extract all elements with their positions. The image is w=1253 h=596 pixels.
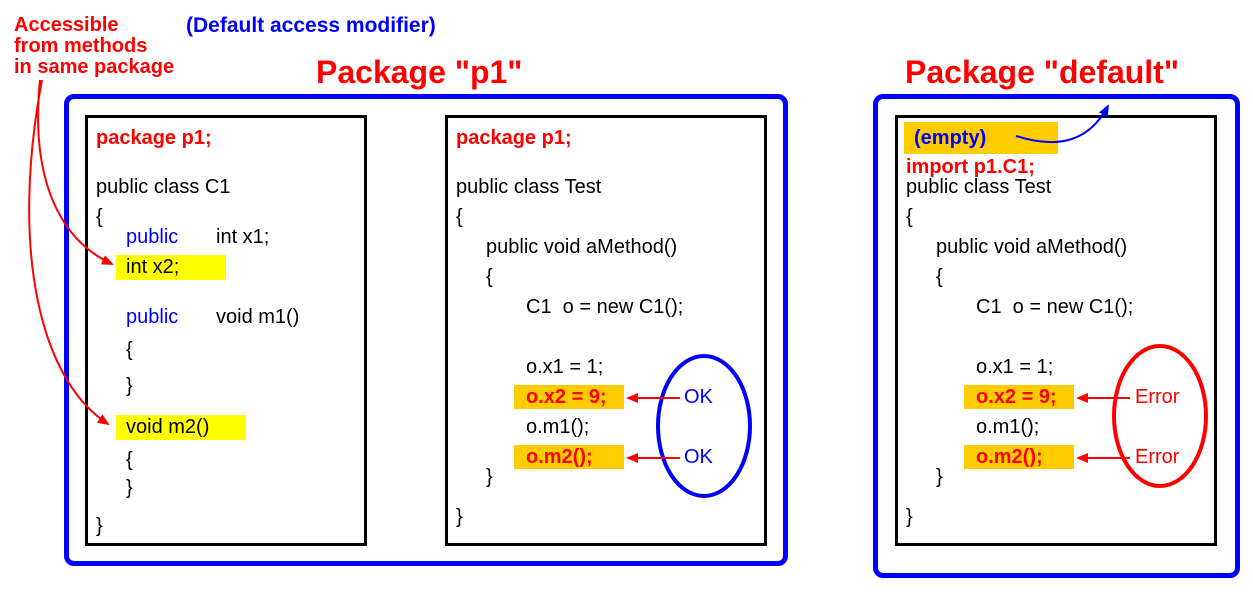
c1-method-m2: void m2() (126, 416, 210, 438)
p1-test-x2-line: o.x2 = 9; (526, 386, 607, 408)
default-test-method-open: { (936, 266, 943, 288)
p1-test-m2-line: o.m2(); (526, 446, 593, 468)
package-default-container (873, 94, 1240, 578)
accessible-note-line-1: Accessible (14, 14, 119, 36)
p1-test-close-brace: } (456, 506, 463, 528)
c1-method-m1: void m1() (216, 306, 300, 328)
p1-m2-highlight (514, 445, 624, 469)
error-label-x2: Error (1135, 386, 1180, 408)
accessible-note-line-3: in same package (14, 56, 175, 78)
default-test-new-line: C1 o = new C1(); (976, 296, 1134, 318)
p1-x2-highlight (514, 385, 624, 409)
c1-m2-close: } (126, 477, 133, 499)
accessible-note-line-2: from methods (14, 35, 148, 57)
c1-field-x2: int x2; (126, 256, 180, 278)
c1-public-keyword-m1: public (126, 306, 179, 328)
p1-test-package-line: package p1; (456, 127, 572, 149)
c1-class-line: public class C1 (96, 176, 231, 198)
default-m2-highlight (964, 445, 1074, 469)
c1-field-x1: int x1; (216, 226, 270, 248)
p1-test-new-line: C1 o = new C1(); (526, 296, 684, 318)
p1-test-method-close: } (486, 466, 493, 488)
package-default-title: Package "default" (905, 54, 1179, 90)
x2-highlight (116, 255, 226, 280)
default-modifier-note: (Default access modifier) (186, 14, 436, 37)
p1-test-x1-line: o.x1 = 1; (526, 356, 604, 378)
default-test-method-line: public void aMethod() (936, 236, 1128, 258)
empty-label: (empty) (914, 127, 987, 149)
c1-m2-open: { (126, 449, 133, 471)
p1-test-class-line: public class Test (456, 176, 602, 198)
ok-label-m2: OK (684, 446, 713, 468)
default-test-m1-line: o.m1(); (976, 416, 1040, 438)
m2-highlight (116, 415, 246, 440)
ok-label-x2: OK (684, 386, 713, 408)
package-p1-title: Package "p1" (316, 54, 523, 90)
c1-close-brace: } (96, 515, 103, 537)
default-test-m2-line: o.m2(); (976, 446, 1043, 468)
p1-test-m1-line: o.m1(); (526, 416, 590, 438)
default-import-line: import p1.C1; (906, 156, 1035, 178)
default-x2-highlight (964, 385, 1074, 409)
c1-open-brace: { (96, 206, 103, 228)
default-test-method-close: } (936, 466, 943, 488)
p1-test-open-brace: { (456, 206, 463, 228)
default-test-x1-line: o.x1 = 1; (976, 356, 1054, 378)
default-test-open-brace: { (906, 206, 913, 228)
c1-package-line: package p1; (96, 127, 212, 149)
c1-public-keyword-x1: public (126, 226, 179, 248)
error-label-m2: Error (1135, 446, 1180, 468)
default-test-class-line: public class Test (906, 176, 1052, 198)
default-test-close-brace: } (906, 506, 913, 528)
p1-test-method-line: public void aMethod() (486, 236, 678, 258)
c1-m1-close: } (126, 375, 133, 397)
p1-test-method-open: { (486, 266, 493, 288)
c1-m1-open: { (126, 339, 133, 361)
class-c1-box (85, 115, 367, 546)
default-test-x2-line: o.x2 = 9; (976, 386, 1057, 408)
